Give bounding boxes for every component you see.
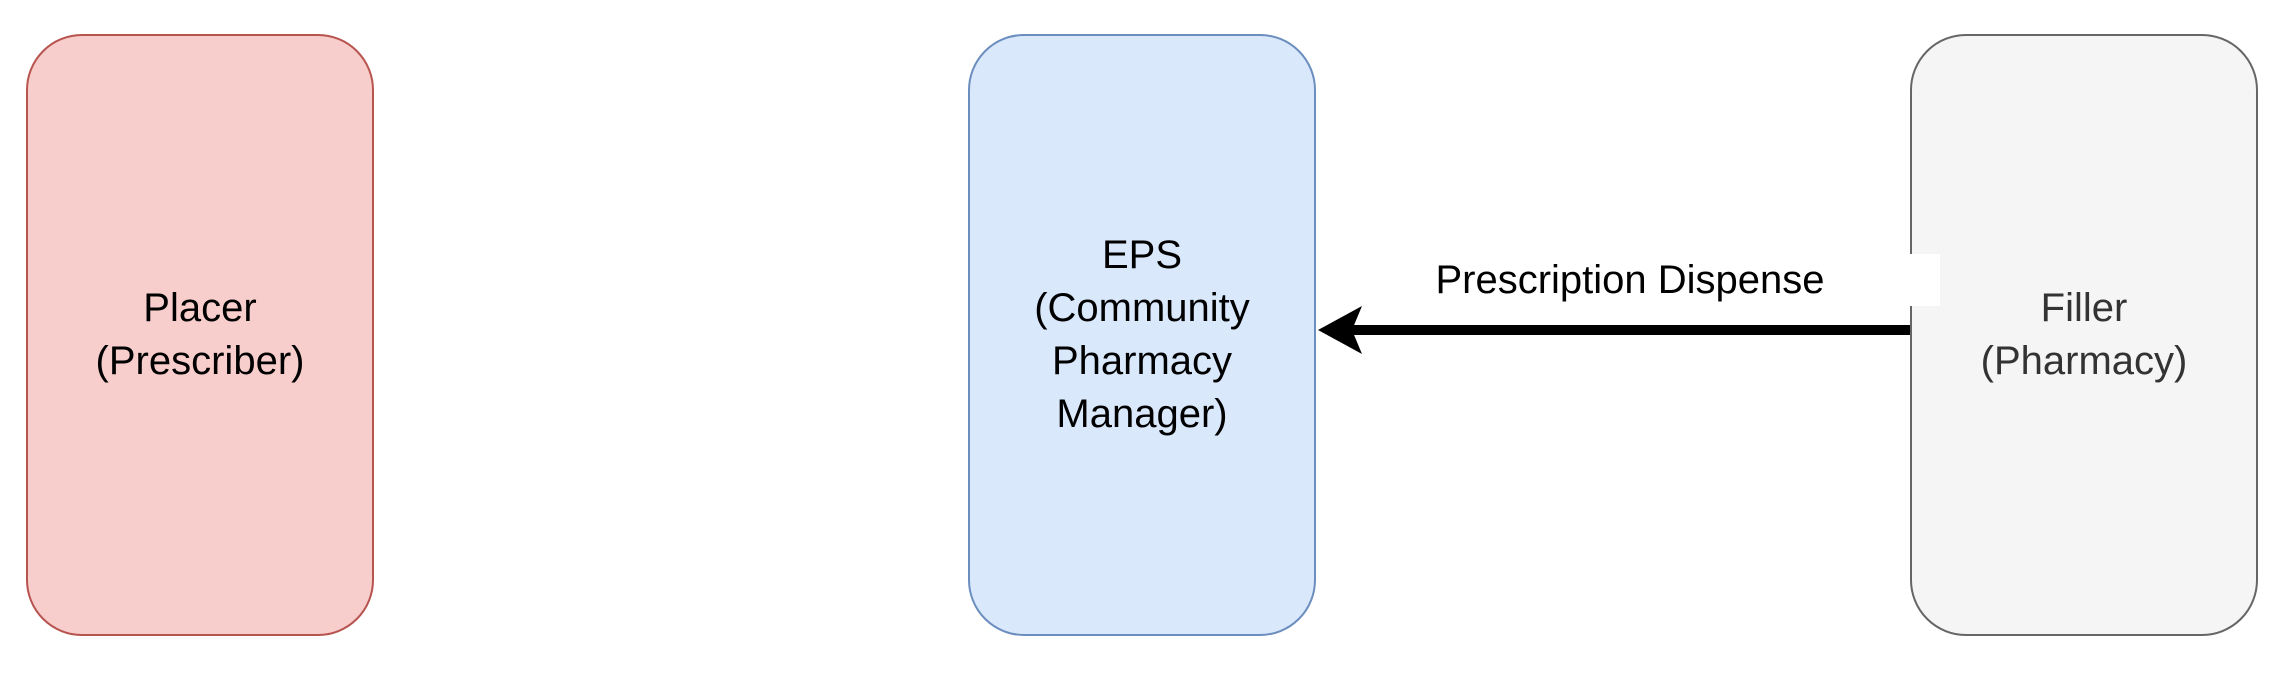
prescription-dispense-arrowhead xyxy=(1318,306,1362,354)
filler-title: Filler xyxy=(2040,286,2128,330)
eps-subtitle-line-2: Pharmacy xyxy=(1051,339,1233,383)
placer-title: Placer xyxy=(143,286,257,330)
eps-subtitle-line-3: Manager) xyxy=(1056,392,1228,436)
placer-node: Placer (Prescriber) xyxy=(26,34,374,636)
filler-node: Filler (Pharmacy) xyxy=(1910,34,2258,636)
eps-subtitle-line-1: (Community xyxy=(1034,286,1250,330)
placer-subtitle: (Prescriber) xyxy=(95,339,305,383)
eps-title: EPS xyxy=(1101,233,1183,277)
eps-node: EPS (Community Pharmacy Manager) xyxy=(968,34,1316,636)
prescription-dispense-label: Prescription Dispense xyxy=(1320,254,1940,306)
filler-subtitle: (Pharmacy) xyxy=(1980,339,2188,383)
